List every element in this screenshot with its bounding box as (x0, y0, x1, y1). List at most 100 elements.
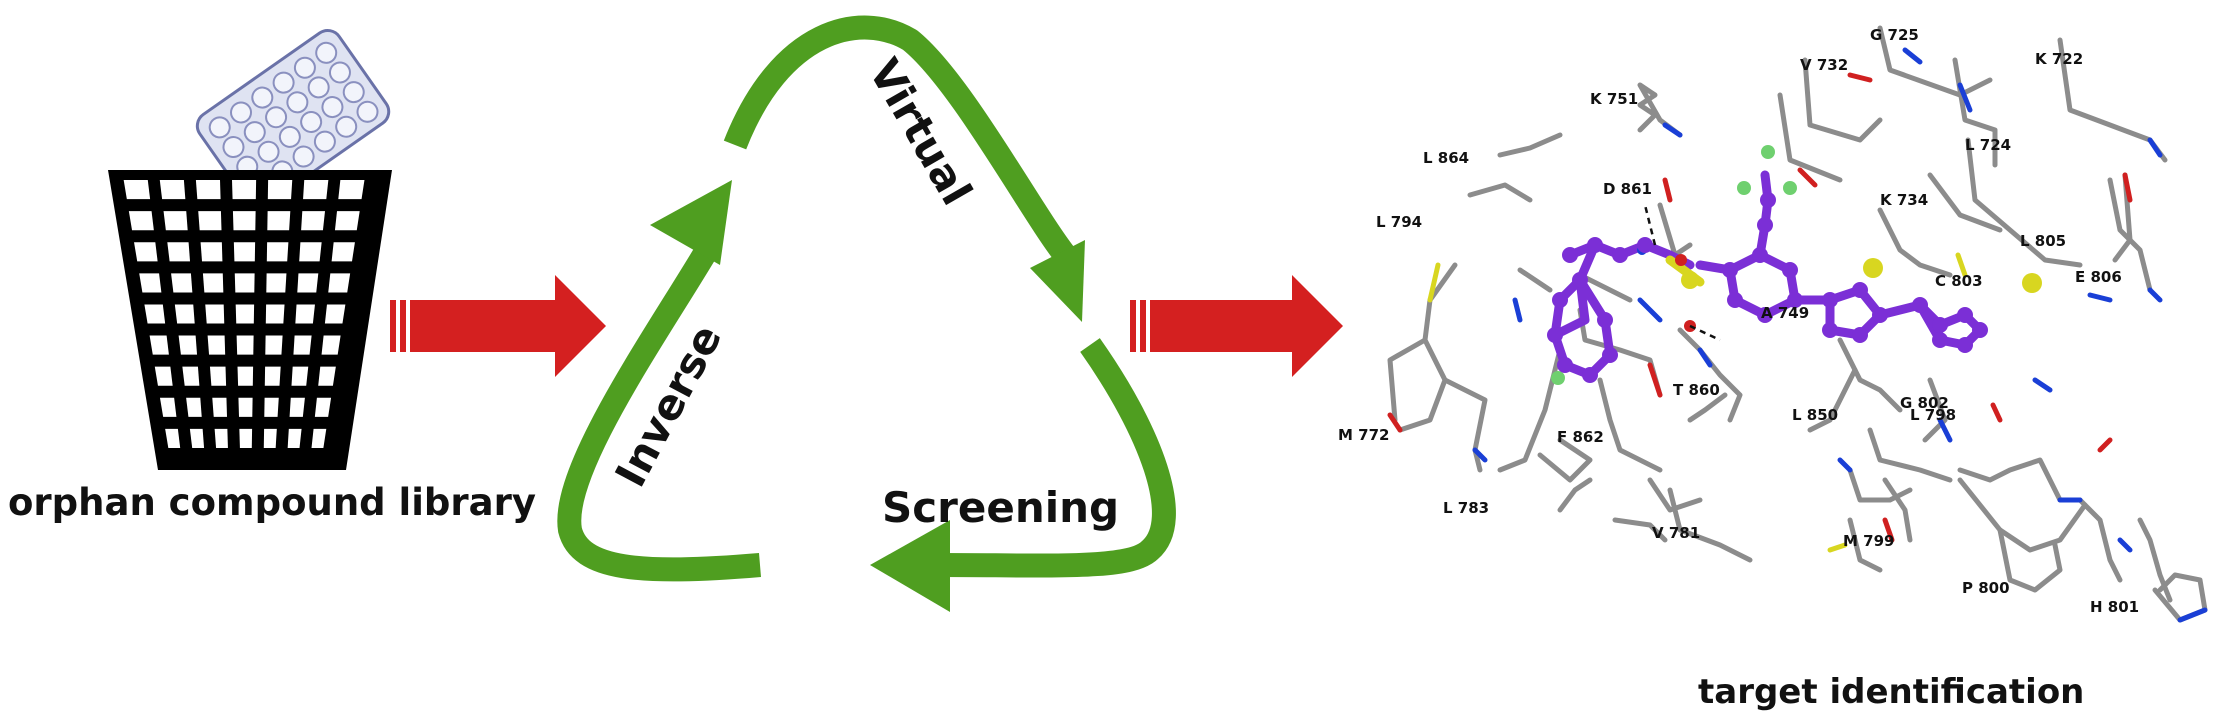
left-caption: orphan compound library (8, 481, 536, 524)
basket-mesh-cell (237, 366, 254, 386)
residue-label: A 749 (1761, 304, 1809, 322)
right-caption: target identification (1698, 672, 2084, 712)
basket-mesh-cell (232, 180, 257, 200)
basket-mesh-cell (264, 366, 281, 386)
basket-mesh-cell (297, 273, 319, 293)
basket-mesh-cell (128, 211, 154, 231)
pill-blister (307, 76, 330, 99)
residue-label: V 732 (1800, 56, 1848, 74)
pill-blister (335, 115, 358, 138)
basket-mesh-cell (234, 273, 255, 293)
basket-mesh-cell (264, 397, 279, 417)
basket-mesh-cell (233, 242, 256, 262)
cycle-arc-right (939, 338, 1176, 578)
basket-mesh-cell (205, 304, 225, 324)
basket-mesh-cell (265, 335, 283, 355)
basket-mesh-cell (159, 397, 177, 417)
basket-mesh-cell (267, 180, 293, 200)
ligand-atom (1872, 307, 1888, 323)
pill-blister (208, 116, 231, 139)
cycle-arrowhead-right (870, 520, 950, 612)
basket-mesh-cell (321, 335, 341, 355)
basket-mesh-cell (293, 335, 312, 355)
ligand-atom (1852, 282, 1868, 298)
ligand-atom (1547, 327, 1563, 343)
cycle-diagram (557, 15, 1176, 582)
basket-mesh-cell (209, 366, 227, 386)
basket-mesh-cell (235, 304, 255, 324)
residue-label: V 781 (1652, 524, 1700, 542)
ligand-atom (1727, 292, 1743, 308)
ligand-atom (1587, 237, 1603, 253)
hydrogen-bond-lines (1643, 204, 1721, 342)
residue-label: T 860 (1673, 381, 1720, 399)
basket-mesh-cell (236, 335, 254, 355)
heteroatom-accents (1387, 47, 2208, 623)
pill-blister (257, 140, 280, 163)
ligand-atom (1822, 322, 1838, 338)
basket-mesh-cell (311, 428, 327, 448)
residue-label: D 861 (1603, 180, 1652, 198)
pill-blister (321, 96, 344, 119)
pill-blister (278, 125, 301, 148)
ligand-atom (1757, 307, 1773, 323)
pill-blister (313, 130, 336, 153)
basket-mesh-cell (167, 242, 191, 262)
basket-mesh-cell (303, 180, 329, 200)
basket-mesh-cell (163, 211, 188, 231)
basket-mesh-cell (195, 180, 221, 200)
right-arrow-icon (1130, 275, 1343, 377)
basket-mesh-cell (301, 211, 326, 231)
basket-mesh-cell (154, 366, 173, 386)
basket-mesh-cell (134, 242, 158, 262)
ligand-atom (1612, 247, 1628, 263)
ligand-atom (1787, 292, 1803, 308)
ligand-atom (1602, 347, 1618, 363)
basket-mesh-cell (267, 211, 291, 231)
pill-blister (230, 101, 253, 124)
pill-blister (243, 121, 266, 144)
basket-mesh-cell (318, 366, 336, 386)
wastebasket-icon (108, 170, 392, 470)
basket-mesh-cell (328, 273, 351, 293)
cycle-arrowhead-left (650, 180, 732, 265)
residue-label: L 864 (1423, 149, 1469, 167)
cycle-arc-top (723, 15, 1075, 263)
residue-label: K 734 (1880, 191, 1928, 209)
residue-label: M 772 (1338, 426, 1389, 444)
basket-mesh-cell (214, 428, 228, 448)
ligand-atom (1597, 312, 1613, 328)
basket-mesh-cell (178, 335, 198, 355)
basket-mesh-cell (165, 428, 181, 448)
cycle-label-top: Virtual (859, 51, 981, 214)
residue-label: L 805 (2020, 232, 2066, 250)
ligand-atom (1572, 272, 1588, 288)
ligand-atom (1957, 307, 1973, 323)
basket-mesh-cell (263, 428, 277, 448)
residue-label: F 862 (1557, 428, 1604, 446)
protein-residue-sticks (1387, 25, 2208, 623)
residue-label: H 801 (2090, 598, 2139, 616)
basket-mesh-cell (287, 428, 302, 448)
residue-label: C 803 (1935, 272, 1983, 290)
ligand-atom (1752, 247, 1768, 263)
basket-mesh-cell (324, 304, 346, 324)
basket-mesh-cell (200, 242, 223, 262)
pill-blister (293, 56, 316, 79)
ligand-atom (1722, 262, 1738, 278)
basket-mesh-cell (232, 211, 256, 231)
basket-mesh-cell (207, 335, 226, 355)
residue-label: L 850 (1792, 406, 1838, 424)
ligand-atom (1782, 262, 1798, 278)
basket-mesh-cell (266, 273, 287, 293)
basket-mesh-cell (202, 273, 224, 293)
cycle-label-right: Screening (882, 483, 1119, 532)
pill-blister (251, 86, 274, 109)
basket-mesh-cell (295, 304, 315, 324)
ligand-molecule (1547, 145, 2042, 385)
basket-mesh-cell (182, 366, 200, 386)
pill-blister (265, 106, 288, 129)
residue-label: G 802 (1900, 394, 1949, 412)
